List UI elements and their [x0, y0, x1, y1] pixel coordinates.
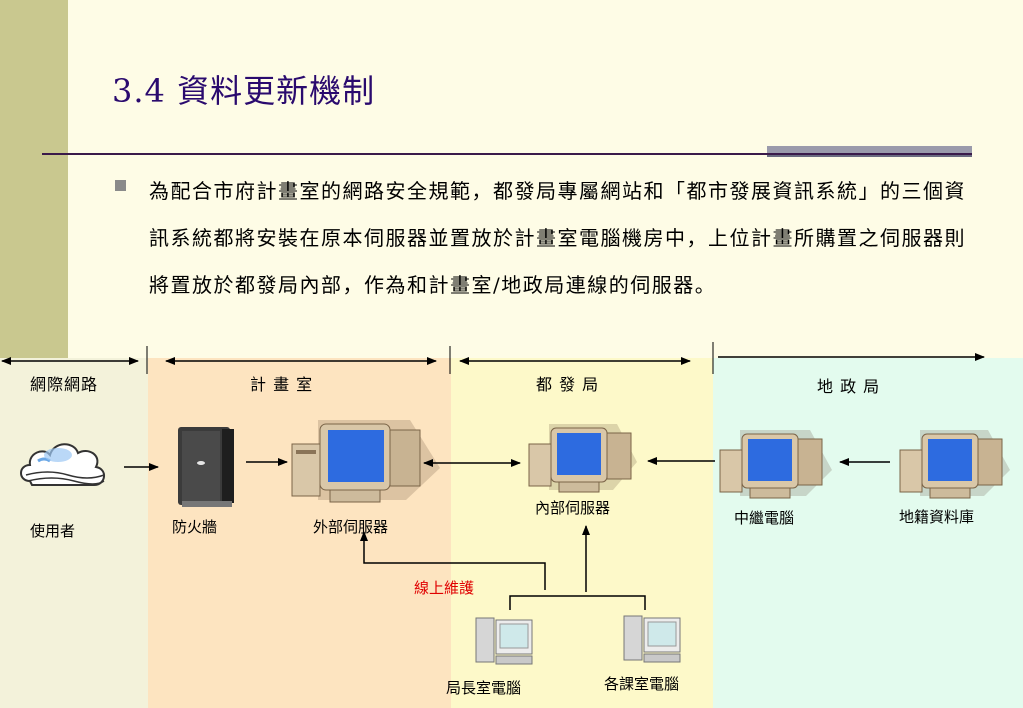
- zone-label-planning: 計 畫 室: [250, 375, 314, 394]
- cloud-icon: [20, 443, 105, 486]
- title-rule: [42, 153, 972, 155]
- zone-label-urban-dev: 都 發 局: [536, 375, 600, 394]
- node-label-director-pc: 局長室電腦: [446, 679, 522, 697]
- node-label-firewall: 防火牆: [172, 518, 218, 536]
- node-label-ext-server: 外部伺服器: [313, 518, 389, 536]
- firewall-icon: [178, 427, 234, 507]
- title-accent-bar: [767, 146, 972, 157]
- int-server-icon: [528, 424, 637, 493]
- relay-pc-icon: [719, 430, 832, 499]
- director-pc-icon: [475, 617, 533, 665]
- slide-title: 3.4 資料更新機制: [112, 72, 376, 110]
- zone-label-land: 地 政 局: [817, 377, 881, 396]
- online-maintenance-label: 線上維護: [414, 579, 475, 597]
- zone-label-internet: 網際網路: [30, 375, 99, 394]
- land-db-icon: [899, 430, 1010, 499]
- node-label-section-pc: 各課室電腦: [604, 675, 680, 693]
- body-paragraph: 為配合市府計畫室的網路安全規範，都發局專屬網站和「都市發展資訊系統」的三個資訊系…: [149, 179, 966, 297]
- ext-server-icon: [291, 420, 440, 503]
- bullet-square-icon: [115, 180, 126, 191]
- node-label-int-server: 內部伺服器: [535, 499, 611, 517]
- node-label-relay-pc: 中繼電腦: [734, 509, 795, 527]
- node-label-user: 使用者: [30, 522, 76, 540]
- node-label-land-db: 地籍資料庫: [899, 508, 975, 526]
- zone-internet: [0, 358, 148, 708]
- section-pc-icon: [623, 615, 681, 663]
- zone-land: [713, 358, 1023, 708]
